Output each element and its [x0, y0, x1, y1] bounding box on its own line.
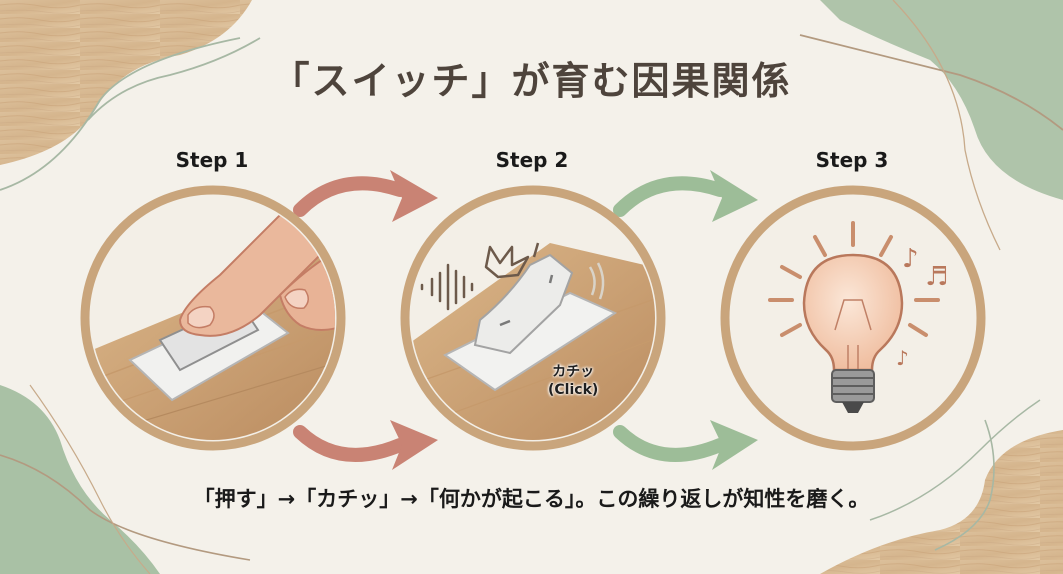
arrow-head-green-top	[710, 170, 758, 222]
click-sound-label-jp: カチッ	[552, 364, 595, 380]
sage-shape-bottom-left	[0, 385, 160, 574]
wood-shape-top-left	[0, 0, 252, 165]
step-1-illustration	[80, 185, 346, 451]
music-notes-icon: ♬	[925, 262, 948, 292]
music-note-icon: ♪	[902, 244, 919, 274]
step-3-illustration: ♪ ♬ ♪	[720, 185, 986, 451]
step-2-label: Step 2	[495, 148, 569, 172]
arrow-head-green-bottom	[710, 420, 758, 470]
sage-shape-top-right	[820, 0, 1063, 200]
light-rays	[768, 221, 940, 337]
sound-wave-icon	[420, 263, 474, 311]
arrow-bottom-step2-to-step3	[613, 425, 727, 462]
click-sound-label: カチッ (Click)	[548, 363, 598, 399]
arrow-top-step1-to-step2	[293, 176, 407, 217]
music-note-small-icon: ♪	[896, 346, 909, 370]
caption: 「押す」→「カチッ」→「何かが起こる」。この繰り返しが知性を磨く。	[193, 487, 870, 511]
step-2-illustration	[400, 185, 666, 451]
finger	[178, 203, 332, 337]
step-3-label: Step 3	[815, 148, 889, 172]
click-sound-label-en: (Click)	[548, 382, 599, 398]
arrow-head-red-bottom	[390, 420, 438, 470]
page-title: 「スイッチ」が育む因果関係	[271, 59, 792, 103]
step-1-label: Step 1	[175, 148, 249, 172]
arrow-top-step2-to-step3	[613, 176, 727, 217]
arrow-head-red-top	[390, 170, 438, 222]
click-burst-icon	[484, 245, 530, 279]
arrow-bottom-step1-to-step2	[293, 425, 407, 462]
rocker-switch	[473, 253, 574, 355]
wood-shape-bottom-right	[820, 430, 1063, 574]
